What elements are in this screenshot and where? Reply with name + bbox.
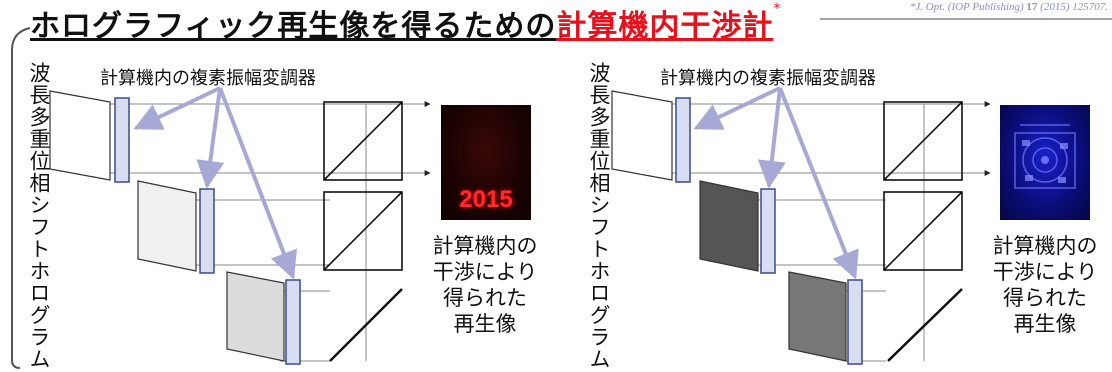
reconstruction-pattern [1014,124,1076,189]
caption-reconstruction: 計算機内の 干渉により 得られた 再生像 [985,233,1105,337]
modulator-3 [285,279,301,365]
citation: *J. Opt. (IOP Publishing) 17 (2015) 1257… [910,1,1108,13]
title-asterisk: * [773,1,782,17]
citation-journal: *J. Opt. (IOP Publishing) [909,1,1027,13]
citation-volume: 17 [1026,1,1038,13]
modulator-3 [847,279,863,365]
caption-line-1: 計算機内の [432,234,538,258]
caption-line-4: 再生像 [1013,312,1077,336]
title-main: ホログラフィック再生像を得るための [30,9,557,44]
title-highlight: 計算機内干渉計 [556,9,774,44]
reconstruction-text: 2015 [459,186,513,213]
caption-line-1: 計算機内の [992,234,1098,258]
caption-line-3: 得られた [443,286,527,310]
hologram-plate-2 [699,180,759,272]
caption-line-2: 干渉により [432,260,538,284]
citation-year-pages: (2015) 125707. [1037,1,1108,13]
hologram-plate-1 [49,90,111,181]
vertical-label-hologram: 波長多重位相シフトホログラム [587,62,611,370]
caption-reconstruction: 計算機内の 干渉により 得られた 再生像 [425,233,545,337]
left-panel [49,86,431,365]
title-bracket [11,18,1112,369]
beam-splitter-2 [323,191,403,271]
right-panel [611,86,991,365]
caption-line-4: 再生像 [453,312,517,336]
annotation-modulator: 計算機内の複素振幅変調器 [100,68,316,89]
hologram-plate-3 [788,271,847,362]
page-title: ホログラフィック再生像を得るための計算機内干渉計* [30,1,781,45]
hologram-plate-1 [611,90,673,181]
beam-splitter-2 [883,191,963,271]
mirror [887,288,963,362]
modulator-2 [199,188,215,274]
modulator-2 [760,188,776,274]
modulator-1 [114,97,130,183]
caption-line-2: 干渉により [992,260,1098,284]
beam-splitter-1 [323,101,403,181]
caption-line-3: 得られた [1003,286,1087,310]
hologram-plate-2 [137,180,197,272]
beam-splitter-1 [883,101,963,181]
mirror [329,288,403,362]
vertical-label-hologram: 波長多重位相シフトホログラム [27,62,51,370]
reconstruction-image-red: 2015 [441,105,531,220]
reconstruction-image-blue [1000,105,1090,220]
hologram-plate-3 [226,271,285,362]
annotation-modulator: 計算機内の複素振幅変調器 [660,68,876,89]
modulator-1 [675,97,691,183]
